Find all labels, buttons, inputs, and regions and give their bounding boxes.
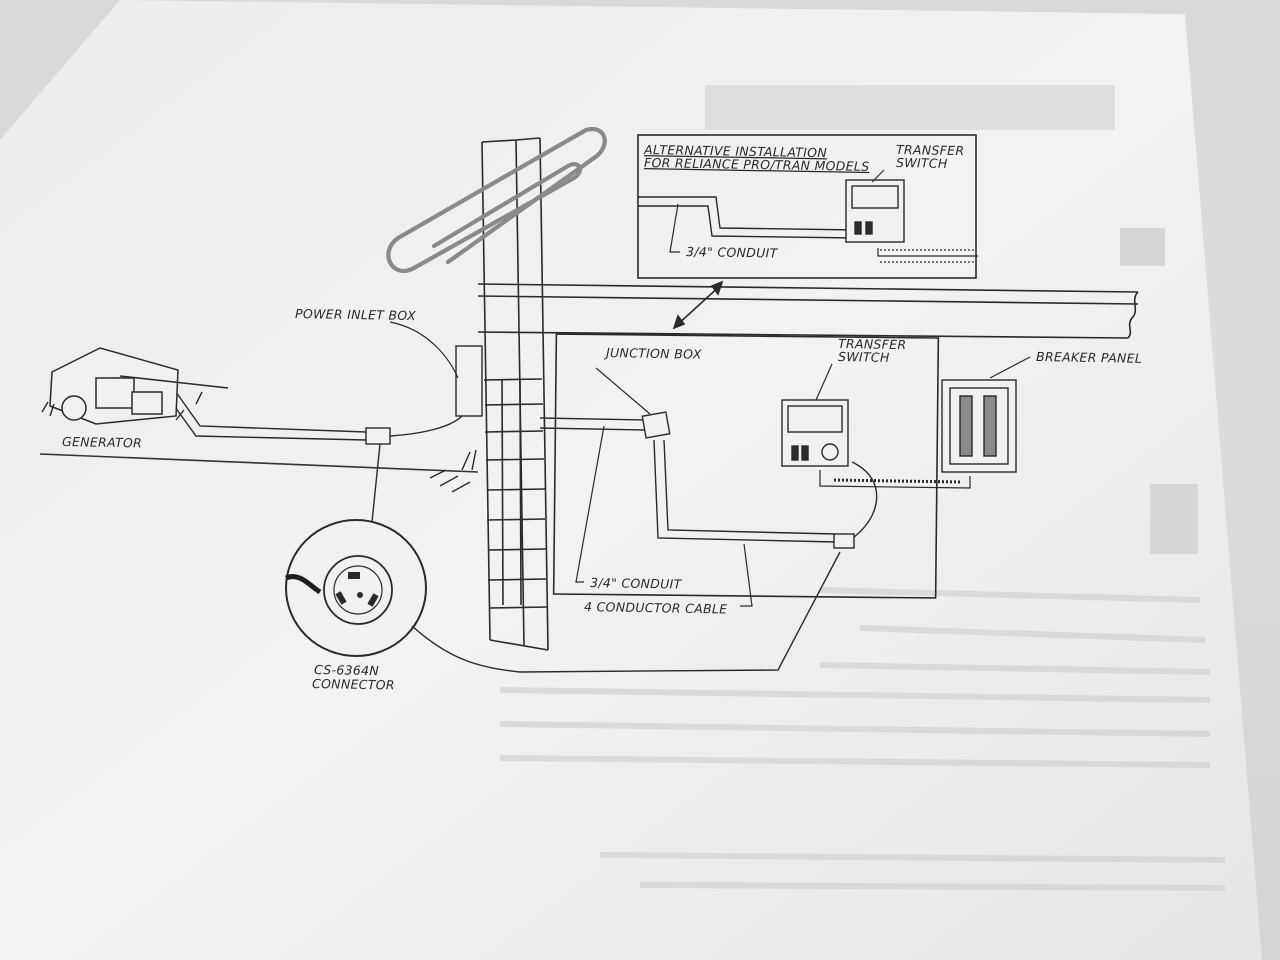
connector-detail (285, 443, 427, 657)
label-4-conductor-cable: 4 CONDUCTOR CABLE (584, 599, 728, 616)
alt-conduit-line (638, 196, 859, 239)
generator-cable (169, 391, 367, 441)
generator-shape (49, 347, 229, 425)
label-main-conduit: 3/4" CONDUIT (590, 575, 683, 592)
plug-to-inlet-cable (389, 415, 463, 437)
label-power-inlet-box: POWER INLET BOX (295, 306, 416, 323)
cable-pointer (740, 543, 753, 607)
label-connector-line1: CS-6364N (314, 662, 380, 678)
breaker-panel-pointer (989, 356, 1031, 379)
floor-joist (477, 283, 1139, 339)
label-junction-box: JUNCTION BOX (603, 345, 702, 362)
junction-box-shape (641, 411, 671, 439)
label-breaker-panel: BREAKER PANEL (1036, 349, 1142, 366)
ground-hatch (429, 469, 471, 493)
conduit-pointer (575, 425, 605, 583)
grass-tufts (41, 391, 477, 471)
connector-to-switch-line (411, 551, 841, 673)
bleed-through-logo (705, 85, 1115, 130)
house-wall (481, 137, 549, 651)
alt-cable-hatch (877, 248, 978, 263)
breaker-panel-shape (941, 379, 1017, 473)
junction-box-pointer (595, 367, 651, 415)
label-alt-title-line2: FOR RELIANCE PRO/TRAN MODELS (644, 155, 870, 174)
label-generator: GENERATOR (62, 434, 142, 450)
double-arrow (672, 280, 724, 330)
paperclip (386, 126, 607, 273)
inline-connector (833, 533, 855, 549)
power-inlet-box-shape (455, 345, 483, 417)
label-transfer-switch-line2: SWITCH (838, 349, 890, 365)
label-alt-transfer-line2: SWITCH (896, 155, 948, 171)
label-transfer-switch-line1: TRANSFER (838, 336, 907, 352)
label-connector-line2: CONNECTOR (312, 676, 395, 692)
main-conduit (539, 417, 837, 543)
label-alt-title-line1: ALTERNATIVE INSTALLATION (643, 142, 827, 160)
inlet-to-switch-cable (849, 461, 878, 541)
bleed-through-text (499, 587, 1226, 891)
label-alt-conduit: 3/4" CONDUIT (686, 244, 779, 261)
bleed-through-bars (1120, 228, 1198, 554)
alt-transfer-switch (845, 179, 905, 243)
alt-switch-pointer (871, 169, 885, 183)
generator-plug (365, 427, 391, 445)
power-inlet-pointer (389, 321, 459, 379)
transfer-switch-shape (781, 399, 849, 467)
alt-conduit-pointer (669, 203, 680, 253)
switch-to-panel-cable (819, 470, 971, 489)
ground-line (39, 453, 479, 473)
label-alt-transfer-line1: TRANSFER (896, 142, 965, 158)
transfer-switch-pointer (815, 363, 833, 401)
main-installation-box (552, 333, 940, 599)
